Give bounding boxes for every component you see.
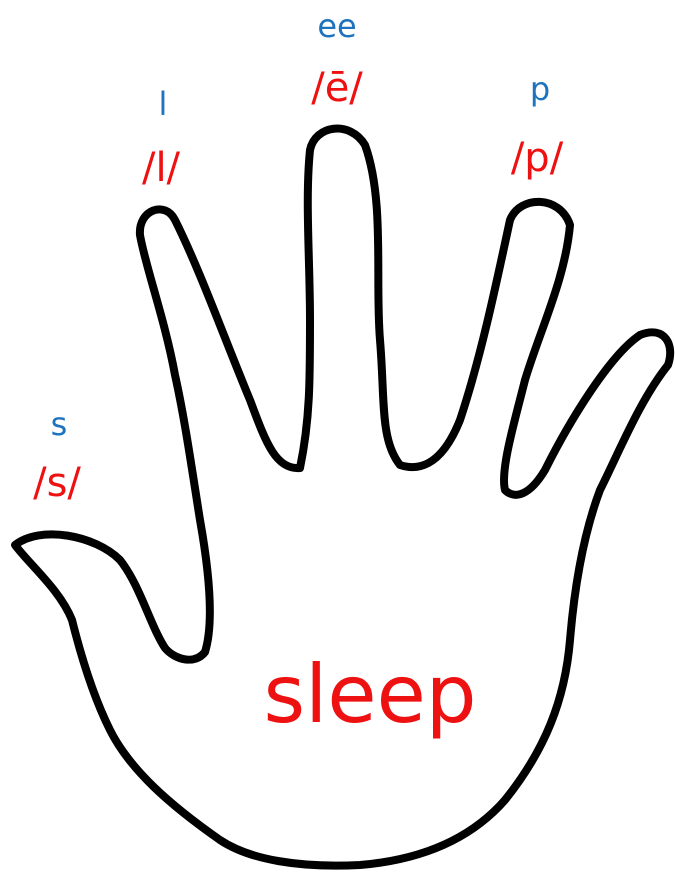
ring-grapheme: p (529, 70, 551, 108)
target-word: sleep (263, 648, 477, 741)
middle-phoneme: /ē/ (311, 65, 363, 111)
thumb-phoneme: /s/ (33, 460, 81, 506)
index-phoneme: /l/ (141, 145, 181, 191)
thumb-grapheme: s (50, 405, 68, 443)
middle-grapheme: ee (317, 7, 357, 45)
index-grapheme: l (158, 85, 168, 123)
ring-phoneme: /p/ (510, 135, 564, 181)
hand-outline-path (11, 124, 675, 870)
